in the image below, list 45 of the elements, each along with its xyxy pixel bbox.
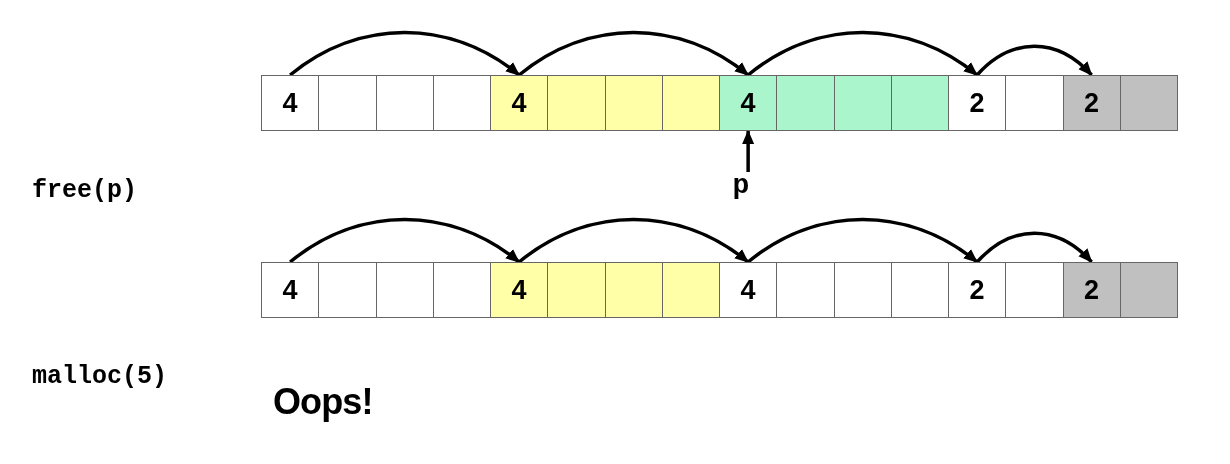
memory-cell — [375, 262, 434, 318]
memory-cell — [1119, 262, 1178, 318]
header-cell: 2 — [1062, 262, 1121, 318]
arrow — [289, 217, 521, 264]
memory-cell — [604, 75, 663, 131]
memory-cell — [318, 75, 377, 131]
memory-cell — [776, 75, 835, 131]
arrow — [747, 30, 979, 77]
memory-cell — [1005, 262, 1064, 318]
memory-cell — [547, 75, 606, 131]
header-cell: 4 — [261, 75, 320, 131]
memory-cell — [375, 75, 434, 131]
header-cell: 4 — [719, 262, 778, 318]
header-cell: 2 — [948, 262, 1007, 318]
memory-cell — [661, 262, 720, 318]
header-cell: 4 — [490, 75, 549, 131]
memory-cell — [318, 262, 377, 318]
header-cell: 4 — [719, 75, 778, 131]
arrow — [289, 30, 521, 77]
memory-cell — [1005, 75, 1064, 131]
memory-cell — [776, 262, 835, 318]
function-call-label: malloc(5) — [32, 364, 168, 389]
arrow — [518, 30, 750, 77]
header-cell: 4 — [490, 262, 549, 318]
memory-cell — [890, 75, 949, 131]
error-text: Oops! — [273, 384, 373, 420]
memory-cell — [547, 262, 606, 318]
pointer-label: p — [728, 168, 754, 204]
memory-cell — [833, 262, 892, 318]
header-cell: 2 — [948, 75, 1007, 131]
arrow — [747, 217, 979, 264]
memory-cell — [833, 75, 892, 131]
memory-cell — [890, 262, 949, 318]
memory-cell — [661, 75, 720, 131]
header-cell: 2 — [1062, 75, 1121, 131]
header-cell: 4 — [261, 262, 320, 318]
memory-cell — [432, 75, 491, 131]
function-call-label: free(p) — [32, 178, 138, 203]
memory-cell — [604, 262, 663, 318]
arrow — [742, 130, 755, 172]
arrow — [518, 217, 750, 264]
arrow — [975, 231, 1093, 264]
memory-cell — [1119, 75, 1178, 131]
arrow — [975, 44, 1093, 77]
memory-cell — [432, 262, 491, 318]
